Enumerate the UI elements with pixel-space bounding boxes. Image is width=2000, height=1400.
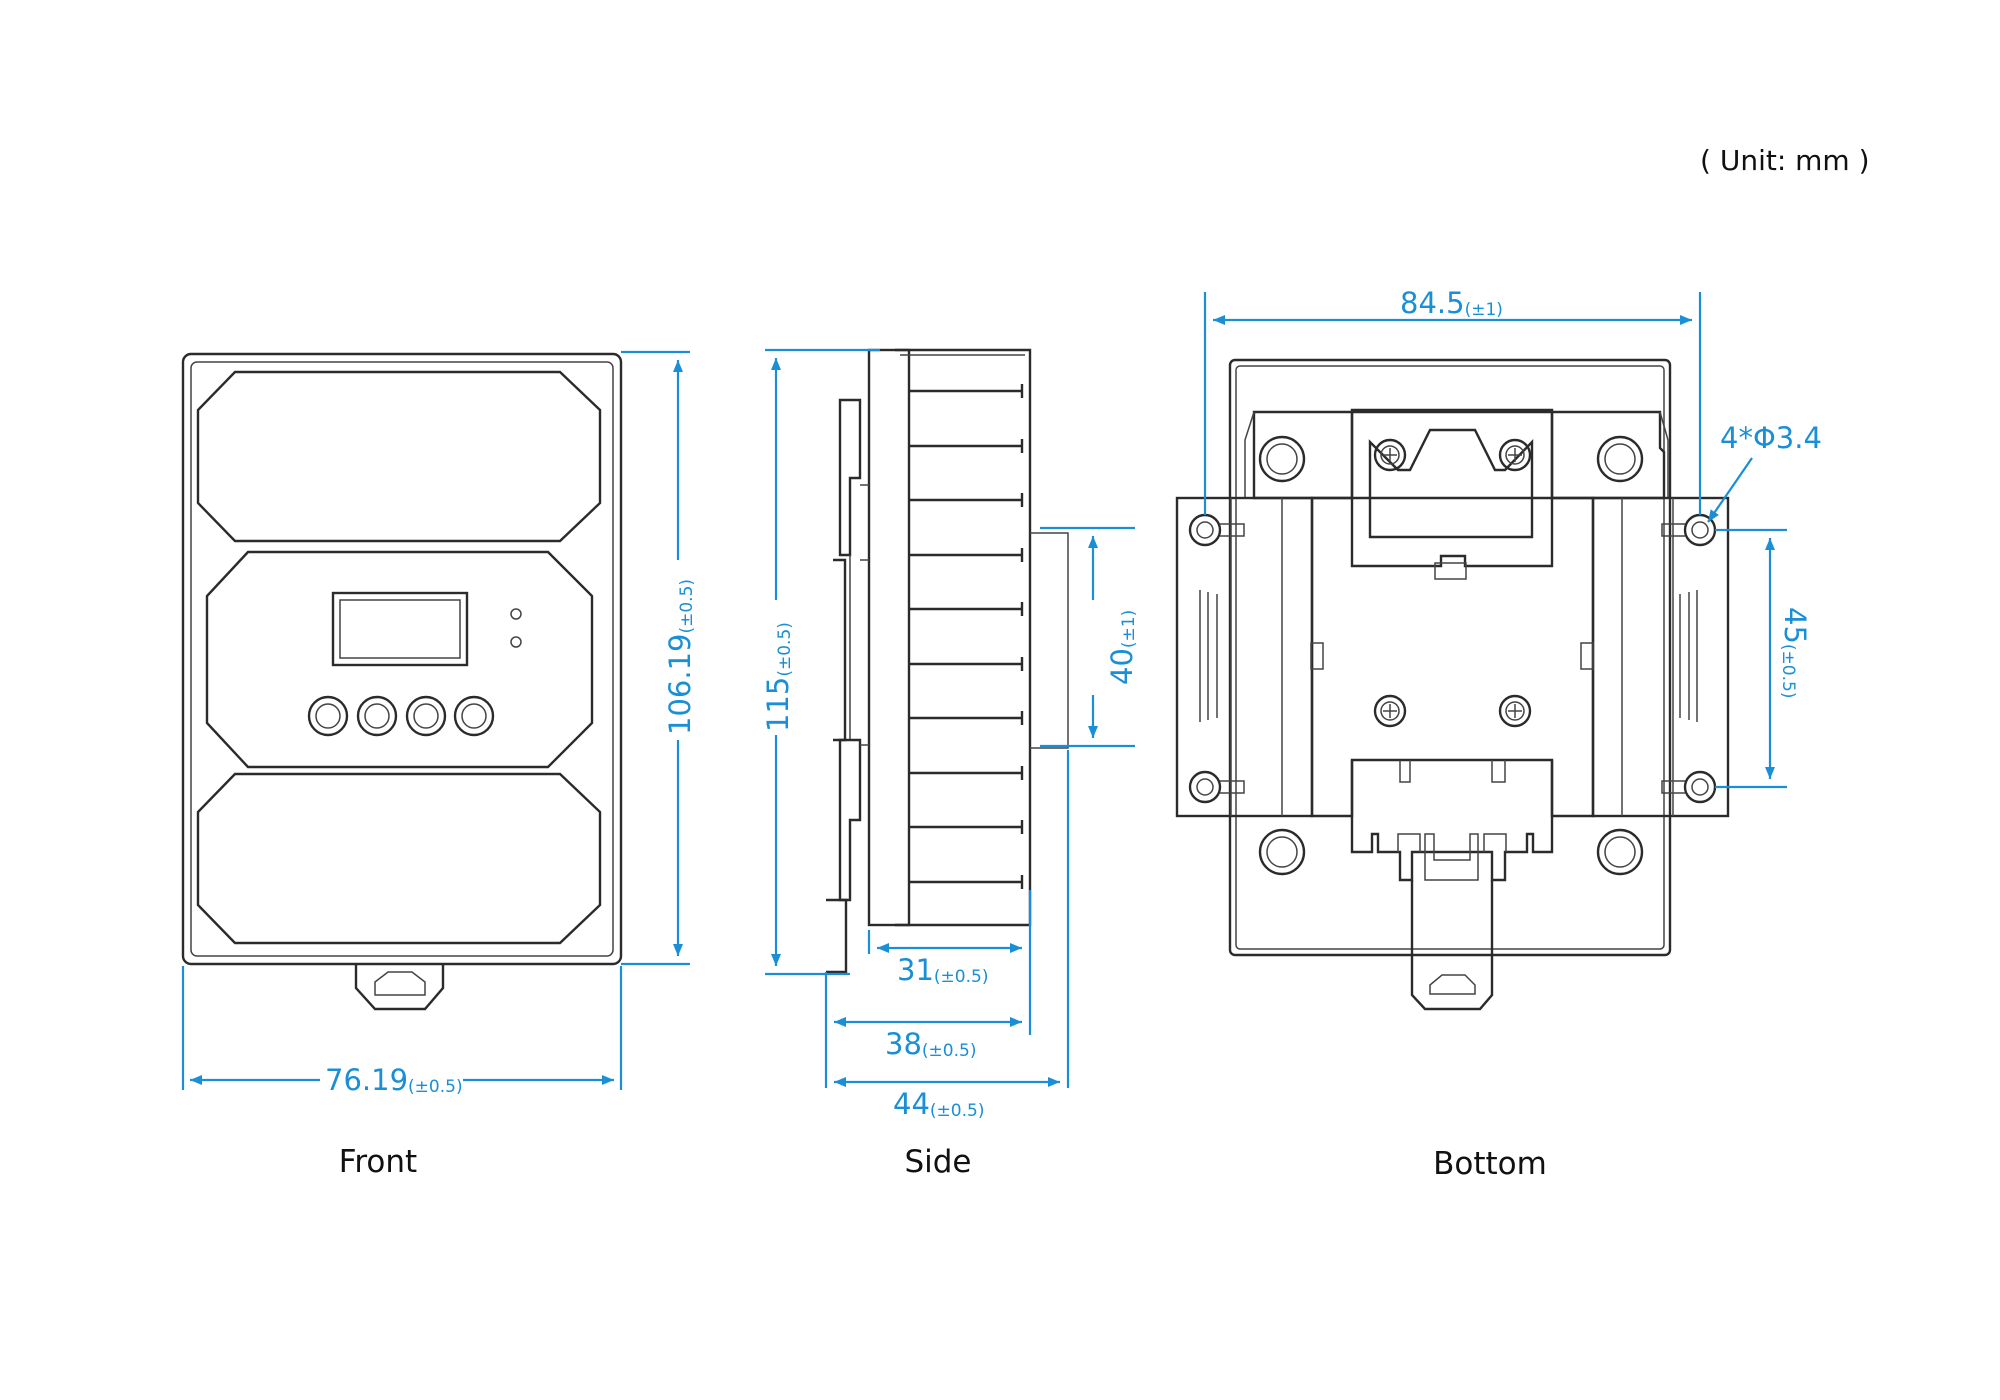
bottom-din-rail-channel (1350, 760, 1554, 882)
dim-side-total-height: 115(±0.5) (761, 622, 795, 732)
side-dimensions: 115(±0.5) 40(±1) 31(±0.5) 38(±0.5) 44(±0… (761, 348, 1139, 1121)
dim-side-depth-44: 44(±0.5) (893, 1087, 984, 1121)
front-led-indicator (510, 636, 522, 648)
mounting-hole (1188, 513, 1222, 547)
front-din-clip (354, 964, 445, 1011)
side-front-panel-edge (826, 398, 869, 974)
bottom-dimensions: 84.5(±1) 45(±0.5) 4*Φ3.4 (1203, 286, 1822, 789)
dim-front-width: 76.19(±0.5) (325, 1063, 463, 1097)
dim-front-height: 106.19(±0.5) (663, 579, 697, 735)
front-dimensions: 76.19(±0.5) 106.19(±0.5) (181, 350, 697, 1097)
front-view (181, 352, 623, 1011)
front-key (356, 695, 398, 737)
bottom-right-flange (1591, 496, 1730, 818)
front-top-panel (196, 370, 602, 543)
view-label-side: Side (904, 1144, 971, 1180)
dim-bottom-hole-pitch: 45(±0.5) (1778, 607, 1812, 698)
front-key (405, 695, 447, 737)
dim-bottom-hole-span: 84.5(±1) (1400, 286, 1503, 320)
bottom-screws (1373, 438, 1532, 728)
dim-side-depth-31: 31(±0.5) (897, 953, 988, 987)
dim-side-rail-height: 40(±1) (1105, 610, 1139, 685)
front-keypad (307, 695, 495, 737)
dim-leader-holes (1707, 457, 1753, 523)
dim-side-depth-38: 38(±0.5) (885, 1027, 976, 1061)
front-bottom-panel (196, 772, 602, 945)
front-key (307, 695, 349, 737)
front-control-panel (205, 550, 594, 769)
front-key (453, 695, 495, 737)
mounting-hole (1188, 770, 1222, 804)
side-view (826, 348, 1069, 974)
front-led-indicator (510, 608, 522, 620)
dim-mounting-holes: 4*Φ3.4 (1720, 421, 1822, 455)
mounting-hole (1683, 770, 1717, 804)
bottom-view (1175, 358, 1730, 1011)
bottom-left-flange (1175, 496, 1314, 818)
side-din-rail (1030, 532, 1069, 749)
side-heatsink-fins (909, 384, 1024, 889)
unit-label: ( Unit: mm ) (1700, 144, 1870, 177)
view-label-front: Front (339, 1144, 417, 1180)
bottom-upper-bracket (1350, 412, 1554, 568)
front-display-screen (331, 591, 469, 667)
view-label-bottom: Bottom (1433, 1146, 1547, 1182)
side-heatsink (895, 348, 1032, 927)
bottom-din-clip (1410, 880, 1494, 1011)
bottom-bosses (1258, 435, 1644, 876)
